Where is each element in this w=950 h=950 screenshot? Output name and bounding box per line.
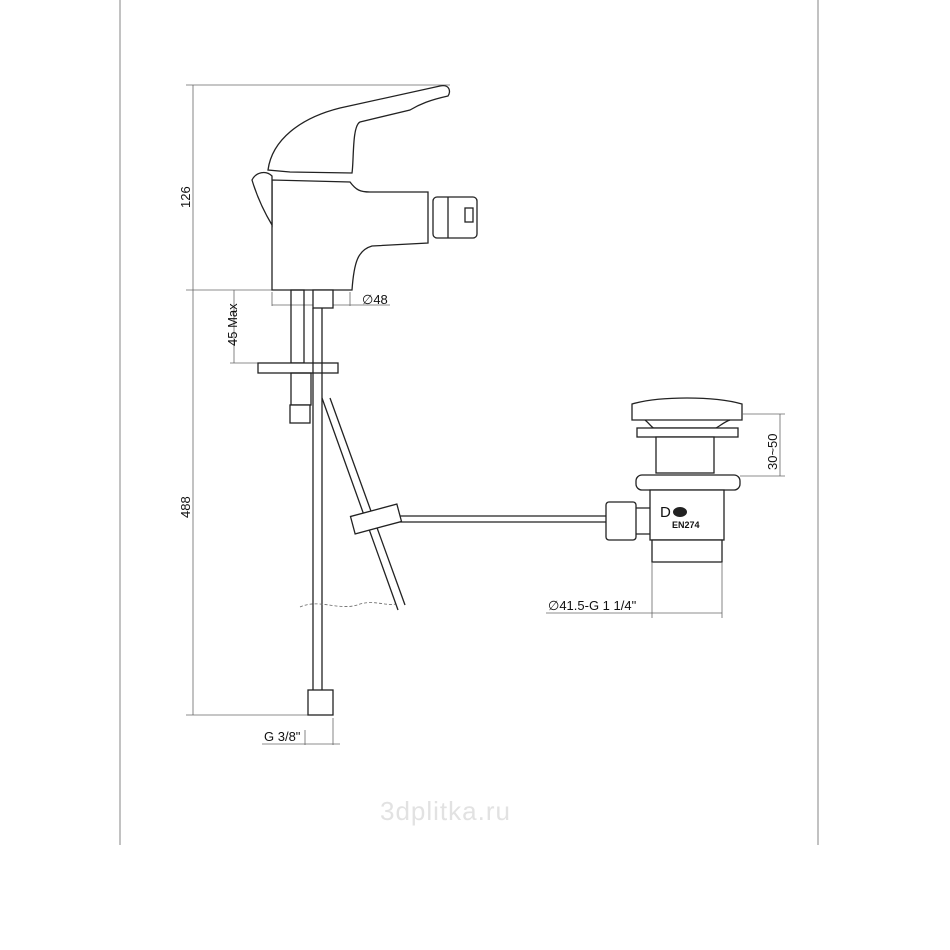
supply-hoses: G 3/8" — [257, 289, 397, 745]
nf-logo — [673, 507, 687, 517]
waste-thread-dimension: ∅41.5-G 1 1/4" — [546, 562, 723, 618]
hose-nut — [307, 689, 334, 716]
watermark: 3dplitka.ru — [380, 796, 511, 826]
dim-30-50: 30~50 — [765, 433, 780, 470]
dim-g-3-8: G 3/8" — [264, 729, 301, 744]
waste-letter: D — [660, 504, 671, 521]
dim-126: 126 — [178, 186, 193, 208]
height-dimension: 126 488 — [178, 84, 450, 716]
popup-rod — [321, 397, 610, 611]
waste-assembly: D EN274 — [605, 397, 743, 563]
mixer-body — [251, 85, 478, 291]
deck-dimension: 45 Max — [225, 290, 260, 364]
mounting-plate — [257, 362, 339, 374]
waste-height-dimension: 30~50 — [740, 413, 785, 477]
dim-diameter-48: ∅48 — [362, 292, 388, 307]
waste-standard: EN274 — [672, 520, 700, 530]
aerator — [432, 196, 478, 239]
dim-41-5: ∅41.5-G 1 1/4" — [548, 598, 637, 613]
dim-45-max: 45 Max — [225, 303, 240, 346]
dim-488: 488 — [178, 496, 193, 518]
